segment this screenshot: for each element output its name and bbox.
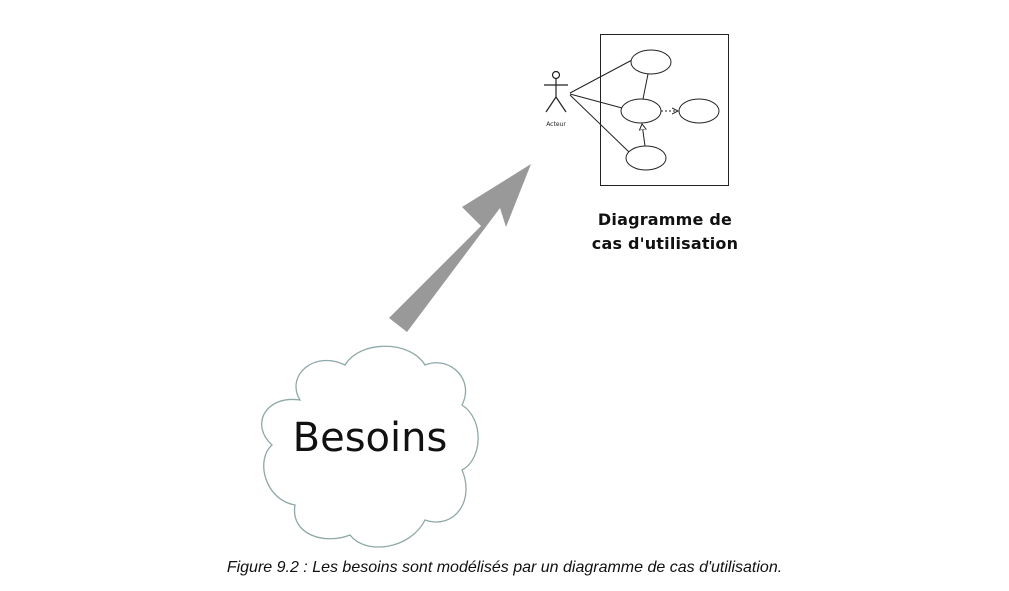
relation-top-middle bbox=[642, 73, 649, 100]
use-case-top bbox=[630, 49, 672, 75]
use-case-diagram-title-line2: cas d'utilisation bbox=[591, 234, 739, 253]
use-case-right bbox=[678, 98, 720, 124]
actor-icon bbox=[544, 70, 568, 113]
use-case-diagram-title-line1: Diagramme de bbox=[597, 210, 733, 229]
figure-caption: Figure 9.2 : Les besoins sont modélisés … bbox=[226, 559, 783, 576]
actor-label: Acteur bbox=[546, 121, 566, 128]
relation-generalization bbox=[642, 124, 645, 147]
use-case-middle bbox=[620, 98, 662, 124]
transition-arrow bbox=[389, 164, 531, 332]
use-case-bottom bbox=[625, 145, 667, 171]
associations bbox=[569, 59, 633, 153]
needs-cloud bbox=[261, 345, 479, 548]
cloud-label: Besoins bbox=[292, 415, 448, 461]
